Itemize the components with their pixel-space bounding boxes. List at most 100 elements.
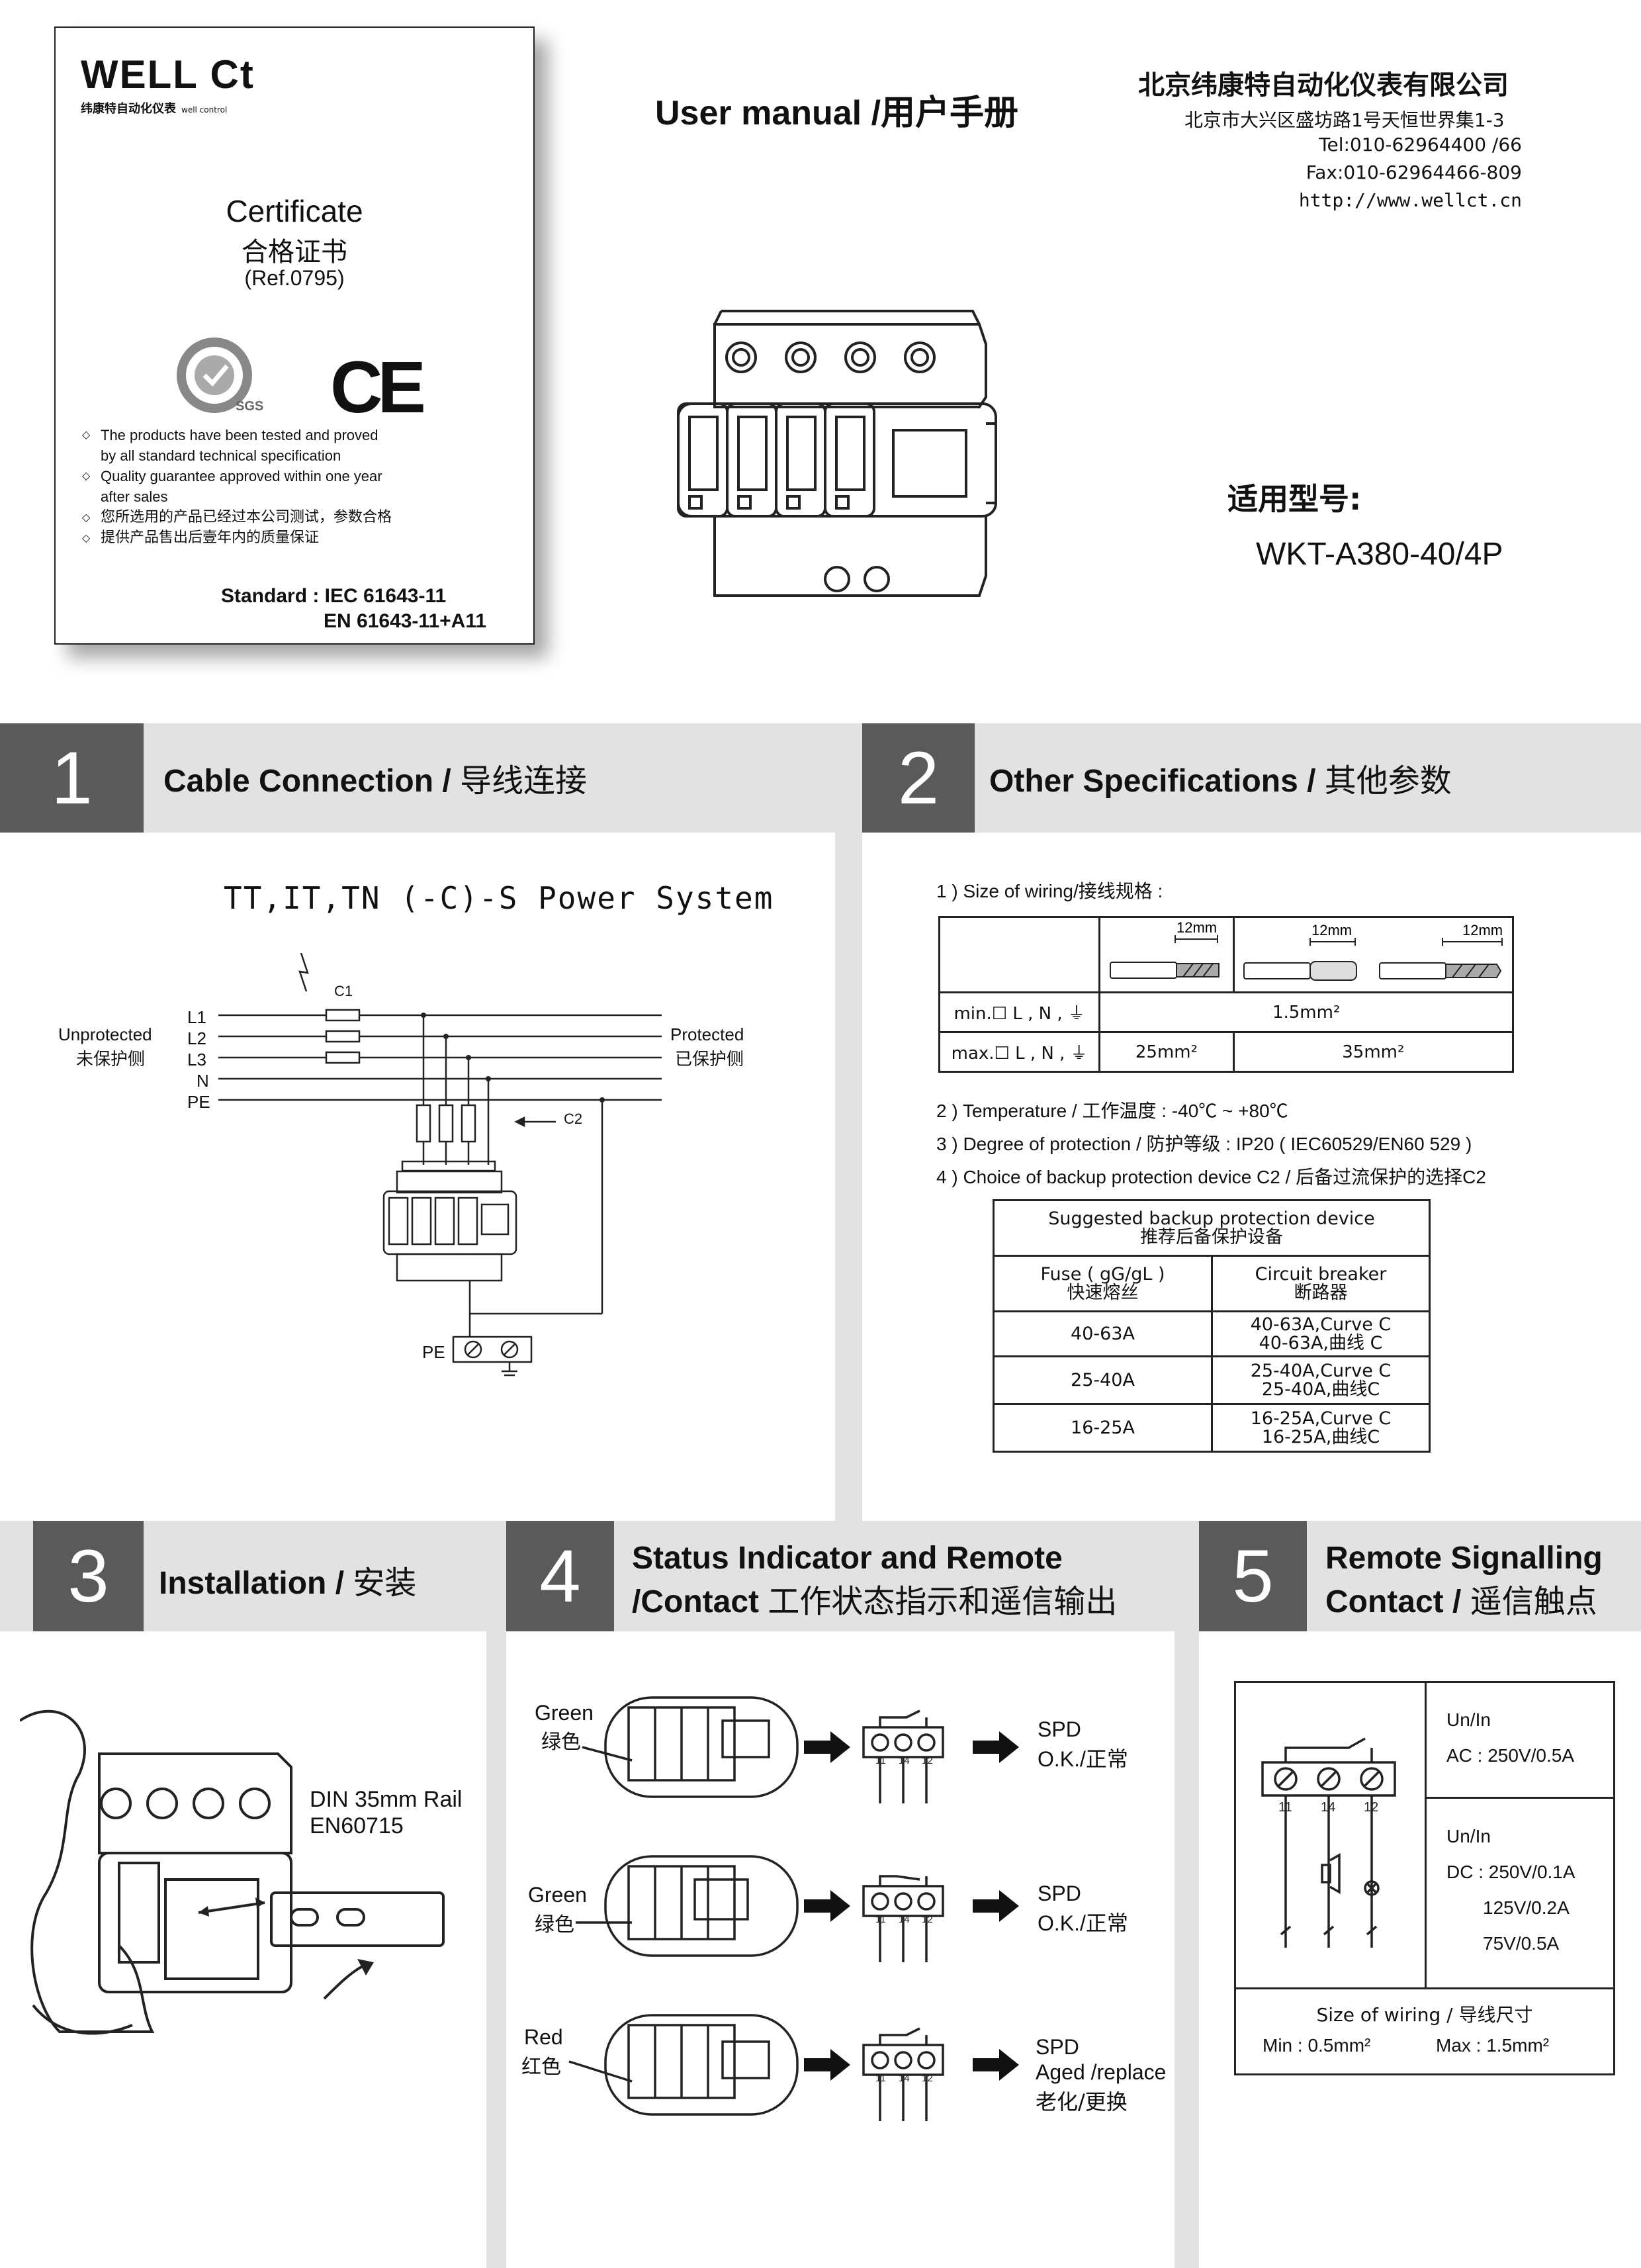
unprotected-label-cn: 未保护侧 — [76, 1050, 146, 1069]
svg-text:12: 12 — [922, 1755, 933, 1766]
model-number: WKT-A380-40/4P — [1256, 537, 1503, 572]
wire-stranded-cell: 12mm 12mm — [1232, 916, 1515, 993]
column-gutter — [486, 1521, 506, 2268]
svg-text:11: 11 — [1278, 1800, 1292, 1815]
status-text: SPD — [1036, 2035, 1079, 2059]
manual-title: User manual /用户手册 — [655, 94, 1019, 132]
svg-text:11: 11 — [875, 1755, 886, 1766]
section-5-number: 5 — [1199, 1521, 1307, 1631]
svg-text:11: 11 — [875, 2073, 886, 2084]
company-tel: Tel:010-62964400 /66 — [1319, 134, 1522, 156]
certificate-title: Certificate — [226, 194, 363, 228]
protected-label: Protected — [670, 1024, 744, 1044]
divider — [1236, 1987, 1613, 1989]
section-2-header — [862, 723, 1641, 833]
section-2-title: Other Specifications / 其他参数 — [989, 764, 1452, 799]
unprotected-label: Unprotected — [58, 1024, 152, 1044]
svg-text:14: 14 — [1321, 1800, 1335, 1815]
certificate-bullets: The products have been tested and proved… — [82, 425, 392, 548]
line-label: L2 — [187, 1028, 206, 1048]
company-fax: Fax:010-62964466-809 — [1306, 161, 1522, 183]
indicator-color: Red — [524, 2025, 563, 2049]
remote-signalling-box: Un/In AC : 250V/0.5A Un/In DC : 250V/0.1… — [1234, 1681, 1615, 2075]
standard-line-2: EN 61643-11+A11 — [324, 610, 487, 632]
contact-diagram: 11 14 12 — [1261, 1737, 1396, 1948]
svg-text:11: 11 — [875, 1914, 886, 1925]
max-label: max.☐ L , N , ⏚ — [938, 1031, 1101, 1073]
model-label: 适用型号: — [1227, 481, 1362, 517]
status-text: Aged /replace — [1036, 2060, 1167, 2084]
indicator-color-cn: 红色 — [521, 2056, 561, 2079]
wiring-size-title: Size of wiring / 导线尺寸 — [1316, 2004, 1533, 2026]
company-name: 北京纬康特自动化仪表有限公司 — [1138, 70, 1509, 101]
section-2-number: 2 — [862, 723, 975, 833]
indicator-color: Green — [535, 1701, 594, 1725]
section-4-title: Status Indicator and Remote/Contact 工作状态… — [632, 1541, 1118, 1619]
wire-stranded-icon: 12mm 12mm — [1243, 922, 1503, 981]
protected-label-cn: 已保护侧 — [675, 1050, 744, 1069]
indicator-color: Green — [528, 1883, 587, 1907]
company-address: 北京市大兴区盛坊路1号天恒世界集1-3 — [1184, 109, 1505, 131]
svg-text:14: 14 — [899, 1914, 910, 1925]
c2-label: C2 — [564, 1111, 583, 1127]
section-1-title: Cable Connection / 导线连接 — [163, 764, 588, 799]
section-3-title: Installation / 安装 — [159, 1566, 417, 1601]
column-gutter — [1175, 1521, 1199, 2268]
din-rail-standard: EN60715 — [310, 1813, 404, 1838]
section-4-number: 4 — [506, 1521, 614, 1631]
line-label: PE — [187, 1092, 210, 1112]
status-text: SPD — [1038, 1882, 1081, 1905]
brand-logo: WELL Ct — [81, 52, 255, 97]
line-label: L3 — [187, 1050, 206, 1069]
ac-rating: AC : 250V/0.5A — [1446, 1745, 1575, 1766]
company-website: http://www.wellct.cn — [1298, 189, 1522, 211]
ce-mark-icon: CE — [330, 347, 426, 428]
section-3-number: 3 — [33, 1521, 144, 1631]
wire-solid-cell: 12mm — [1098, 916, 1235, 993]
temperature-spec: 2 ) Temperature / 工作温度 : -40℃ ~ +80℃ — [936, 1101, 1288, 1121]
svg-text:12mm: 12mm — [1311, 922, 1352, 938]
svg-text:14: 14 — [899, 1755, 910, 1766]
divider — [1425, 1683, 1427, 1987]
c1-label: C1 — [334, 983, 353, 999]
indicator-color-cn: 绿色 — [541, 1731, 581, 1754]
bullet-item: Quality guarantee approved within one ye… — [82, 466, 392, 507]
column-gutter — [835, 723, 862, 1521]
protection-degree-spec: 3 ) Degree of protection / 防护等级 : IP20 (… — [936, 1134, 1472, 1154]
sgs-text: SGS — [236, 399, 263, 414]
wiring-size-label: 1 ) Size of wiring/接线规格 : — [936, 881, 1163, 901]
din-rail-label: DIN 35mm Rail — [310, 1787, 463, 1812]
standard-line-1: Standard : IEC 61643-11 — [221, 585, 447, 607]
svg-text:12mm: 12mm — [1462, 922, 1503, 938]
dc-rating: DC : 250V/0.1A — [1446, 1862, 1575, 1882]
line-label: N — [197, 1071, 209, 1091]
unin-label: Un/In — [1446, 1826, 1491, 1846]
certificate-title-cn: 合格证书 — [242, 237, 347, 267]
svg-text:12: 12 — [922, 1914, 933, 1925]
min-label: min.☐ L , N , ⏚ — [938, 991, 1101, 1033]
wiring-max: Max : 1.5mm² — [1436, 2035, 1550, 2056]
dc-rating: 75V/0.5A — [1483, 1933, 1560, 1954]
svg-text:12: 12 — [922, 2073, 933, 2084]
product-illustration — [677, 310, 997, 597]
status-text-cn: 老化/更换 — [1036, 2089, 1128, 2114]
status-text: O.K./正常 — [1038, 1911, 1128, 1935]
dc-rating: 125V/0.2A — [1483, 1897, 1570, 1918]
svg-text:12: 12 — [1364, 1800, 1378, 1815]
wiring-diagram — [218, 953, 662, 1377]
backup-device-spec: 4 ) Choice of backup protection device C… — [936, 1167, 1486, 1187]
section-1-number: 1 — [0, 723, 144, 833]
unin-label: Un/In — [1446, 1709, 1491, 1730]
line-label: L1 — [187, 1007, 206, 1027]
svg-text:12mm: 12mm — [1176, 919, 1217, 936]
installation-illustration — [20, 1709, 445, 2035]
